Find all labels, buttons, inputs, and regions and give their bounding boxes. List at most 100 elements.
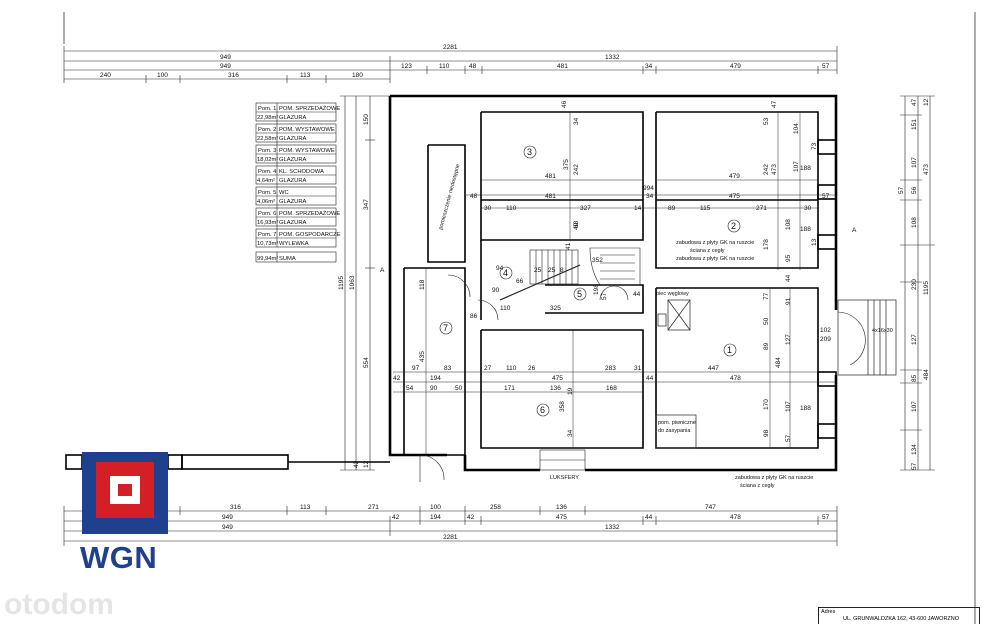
- top-dim-r4-3: 113: [300, 72, 311, 79]
- left-dim-7: 12: [363, 460, 370, 468]
- right-dim: 56: [911, 186, 918, 194]
- legend-name: POM. WYSTAWOWE: [279, 148, 335, 154]
- dim-mid-0: 48: [470, 193, 478, 200]
- bottom-dim-r2-7: 57: [822, 514, 830, 521]
- address-label: Adres: [821, 609, 836, 615]
- legend-area: 4,06m²: [257, 199, 275, 205]
- dim-room3-width: 481: [545, 173, 556, 180]
- right-dim: 12: [923, 98, 930, 106]
- legend-area: 18,02m²: [257, 157, 278, 163]
- right-dim: 57: [911, 462, 918, 470]
- dim-room7-7: 435: [419, 351, 426, 362]
- legend-name: POM. SPRZEDAŻOWE: [279, 105, 340, 112]
- dim-room2-low-1: 95: [785, 254, 792, 262]
- room-7-label: 7: [443, 323, 448, 333]
- dim-stairs-14: 8: [560, 267, 564, 274]
- dim-room1-8: 102: [820, 327, 831, 334]
- watermark: otodom: [4, 588, 114, 621]
- dim-room7-0: 97: [412, 365, 420, 372]
- dim-room2-h2: 242: [763, 164, 770, 175]
- dim-stairs-13: 25: [548, 267, 556, 274]
- dim-room6-13: 188: [800, 405, 811, 412]
- legend-name: KL. SCHODOWA: [279, 169, 324, 175]
- legend-area: 22,98m²: [257, 115, 278, 121]
- top-dim-r3-3: 48: [469, 63, 477, 70]
- right-dim: 134: [911, 444, 918, 455]
- dim-room7-1: 83: [444, 365, 452, 372]
- dim-room7-6: 42: [393, 375, 401, 382]
- bottom-dim-r3-1: 1332: [605, 524, 620, 531]
- dim-row30-2: 327: [580, 205, 591, 212]
- legend-area: 22,58m²: [257, 136, 278, 142]
- dim-stairs-5: 86: [470, 313, 478, 320]
- note-gk-1b: ściana z cegły: [690, 248, 725, 254]
- legend-name: POM. GOSPODARCZE: [279, 232, 341, 238]
- dim-room7-4: 90: [430, 385, 438, 392]
- dim-room6-5: 475: [552, 375, 563, 382]
- bottom-dim-r2-5: 44: [645, 514, 653, 521]
- boiler-room: [655, 414, 697, 449]
- bottom-dim-r2-0: 949: [222, 514, 233, 521]
- right-dimensions: [900, 95, 935, 471]
- legend-total-area: 99,94m²: [257, 256, 278, 262]
- dim-room6-2: 26: [528, 365, 536, 372]
- note-gk-3: zabudowa z płyty GK na ruszcie: [735, 475, 813, 481]
- legend-room: Pom. 6: [258, 211, 276, 217]
- dim-room7-8: 118: [419, 279, 426, 290]
- dim-row30-5: 115: [700, 205, 711, 212]
- dim-room7-3: 54: [406, 385, 414, 392]
- dim-mid-3: 475: [729, 193, 740, 200]
- bottom-dim-r2-4: 475: [556, 514, 567, 521]
- dim-room1-4: 50: [763, 317, 770, 325]
- dim-stairs-6: 44: [633, 291, 641, 298]
- top-dim-r4-2: 316: [228, 72, 239, 79]
- dim-stairs-0: 90: [492, 287, 500, 294]
- dim-room1-6: 77: [763, 292, 770, 300]
- right-dim: 230: [911, 279, 918, 290]
- note-stove: piec węglowy: [656, 291, 689, 297]
- dim-row30-6: 271: [756, 205, 767, 212]
- dim-room1-7: 44: [785, 274, 792, 282]
- dim-row30-4: 89: [668, 205, 676, 212]
- note-boiler: pom. piwniczne: [658, 420, 696, 426]
- top-dim-r4-1: 100: [157, 72, 168, 79]
- legend-finish: GLAZURA: [279, 220, 307, 226]
- interior-dim-lines: [393, 112, 836, 455]
- dim-room2-width: 479: [729, 173, 740, 180]
- dim-row30-3: 14: [634, 205, 642, 212]
- door-swings: [419, 274, 866, 482]
- section-marker-left: A: [380, 267, 385, 274]
- dim-room2-a: 107: [793, 161, 800, 172]
- bottom-dim-r2-2: 194: [430, 514, 441, 521]
- left-dim-2: 1063: [349, 275, 356, 290]
- dim-room6-9: 358: [559, 401, 566, 412]
- bottom-dim-r1-2: 271: [368, 504, 379, 511]
- dim-mid-4: 34: [646, 193, 654, 200]
- dim-row30-0: 30: [484, 205, 492, 212]
- dim-room2-b: 188: [800, 165, 811, 172]
- dim-room1-5: 91: [785, 297, 792, 305]
- left-dim-3: 150: [363, 114, 370, 125]
- dim-room6-16: 34: [567, 429, 574, 437]
- dim-room1-11: 484: [775, 357, 782, 368]
- dim-room2-d: 47: [771, 100, 778, 108]
- dim-stairs-10: 41: [565, 242, 572, 250]
- dim-room2-low-0: 178: [763, 239, 770, 250]
- dim-row30-1: 110: [506, 205, 517, 212]
- right-dim: 107: [911, 157, 918, 168]
- legend-finish: GLAZURA: [279, 178, 307, 184]
- top-dim-r3-5: 34: [645, 63, 653, 70]
- bottom-dimensions: [63, 506, 838, 546]
- bottom-dim-r1-6: 747: [705, 504, 716, 511]
- dim-room1-3: 89: [763, 342, 770, 350]
- dim-mid-1: 481: [545, 193, 556, 200]
- bottom-dim-r3-0: 949: [222, 524, 233, 531]
- top-dim-r3-7: 57: [822, 63, 830, 70]
- top-dim-r3-6: 479: [730, 63, 741, 70]
- left-dim-5: 554: [363, 357, 370, 368]
- top-dim-r3-0: 949: [220, 63, 231, 70]
- room-markers: [439, 145, 741, 417]
- dim-room6-10: 19: [567, 387, 574, 395]
- note-gk-1: zabudowa z płyty GK na ruszcie: [676, 240, 754, 246]
- dim-room3-c: 46: [561, 100, 568, 108]
